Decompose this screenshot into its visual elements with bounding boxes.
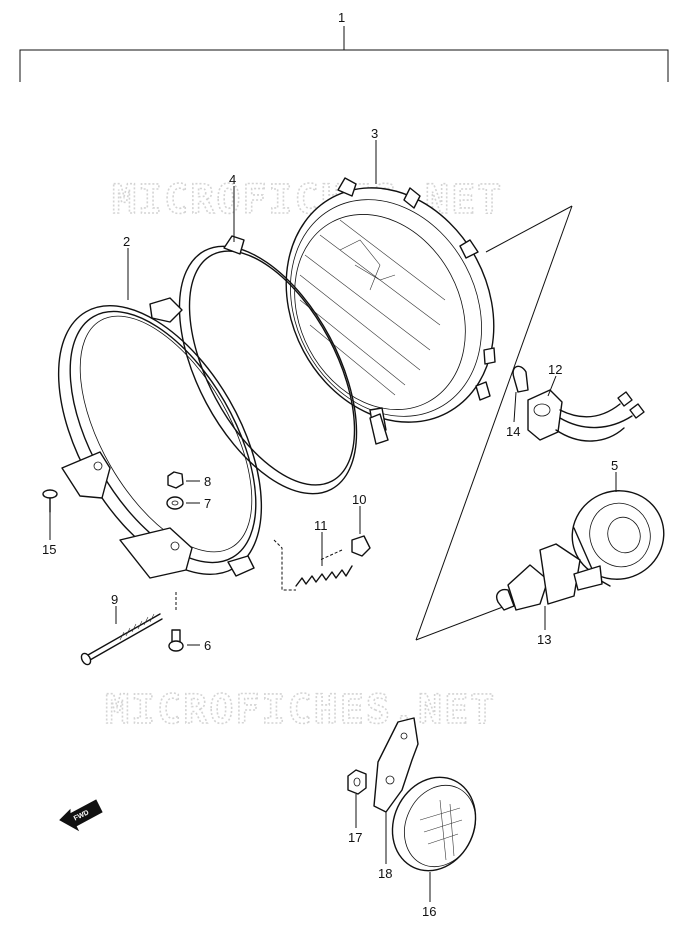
- forward-direction-badge: FWD: [59, 799, 103, 832]
- spring-11: [273, 539, 353, 591]
- callout-leaders: [49, 140, 617, 902]
- callout-18: 18: [378, 866, 392, 881]
- position-bulb: [512, 365, 529, 393]
- nut-17: [347, 769, 367, 795]
- bolt-6: [168, 629, 184, 652]
- callout-15: 15: [42, 542, 56, 557]
- screw-15: [42, 489, 58, 513]
- headlamp-rim: [57, 297, 263, 579]
- explode-lines: [415, 205, 573, 641]
- headlamp-unit: [285, 177, 496, 435]
- callout-12: 12: [548, 362, 562, 377]
- bulb-socket: [527, 389, 645, 442]
- callout-7: 7: [204, 496, 211, 511]
- headlight-bulb: [496, 543, 603, 611]
- callout-6: 6: [204, 638, 211, 653]
- round-cover: [391, 776, 477, 872]
- watermark-top: MICROFICHES.NET: [112, 177, 503, 223]
- callout-2: 2: [123, 234, 130, 249]
- assembly-bracket: [19, 26, 669, 82]
- callout-13: 13: [537, 632, 551, 647]
- nut-8: [167, 471, 184, 489]
- callout-9: 9: [111, 592, 118, 607]
- clip-10: [319, 535, 371, 561]
- callout-14: 14: [506, 424, 520, 439]
- callout-10: 10: [352, 492, 366, 507]
- callout-8: 8: [204, 474, 211, 489]
- watermark-bottom: MICROFICHES.NET: [105, 687, 496, 733]
- callout-4: 4: [229, 172, 236, 187]
- mounting-ring: [178, 235, 389, 495]
- callout-labels: 1 2 3 4 5 6 7 8 9 10 11 12 13 14 15 16 1…: [42, 10, 618, 919]
- callout-5: 5: [611, 458, 618, 473]
- callout-11: 11: [314, 518, 328, 533]
- callout-17: 17: [348, 830, 362, 845]
- adjusting-screw: [80, 592, 177, 666]
- callout-3: 3: [371, 126, 378, 141]
- callout-1: 1: [338, 10, 345, 25]
- washer-7: [166, 496, 184, 510]
- callout-16: 16: [422, 904, 436, 919]
- bracket-plate: [373, 717, 419, 813]
